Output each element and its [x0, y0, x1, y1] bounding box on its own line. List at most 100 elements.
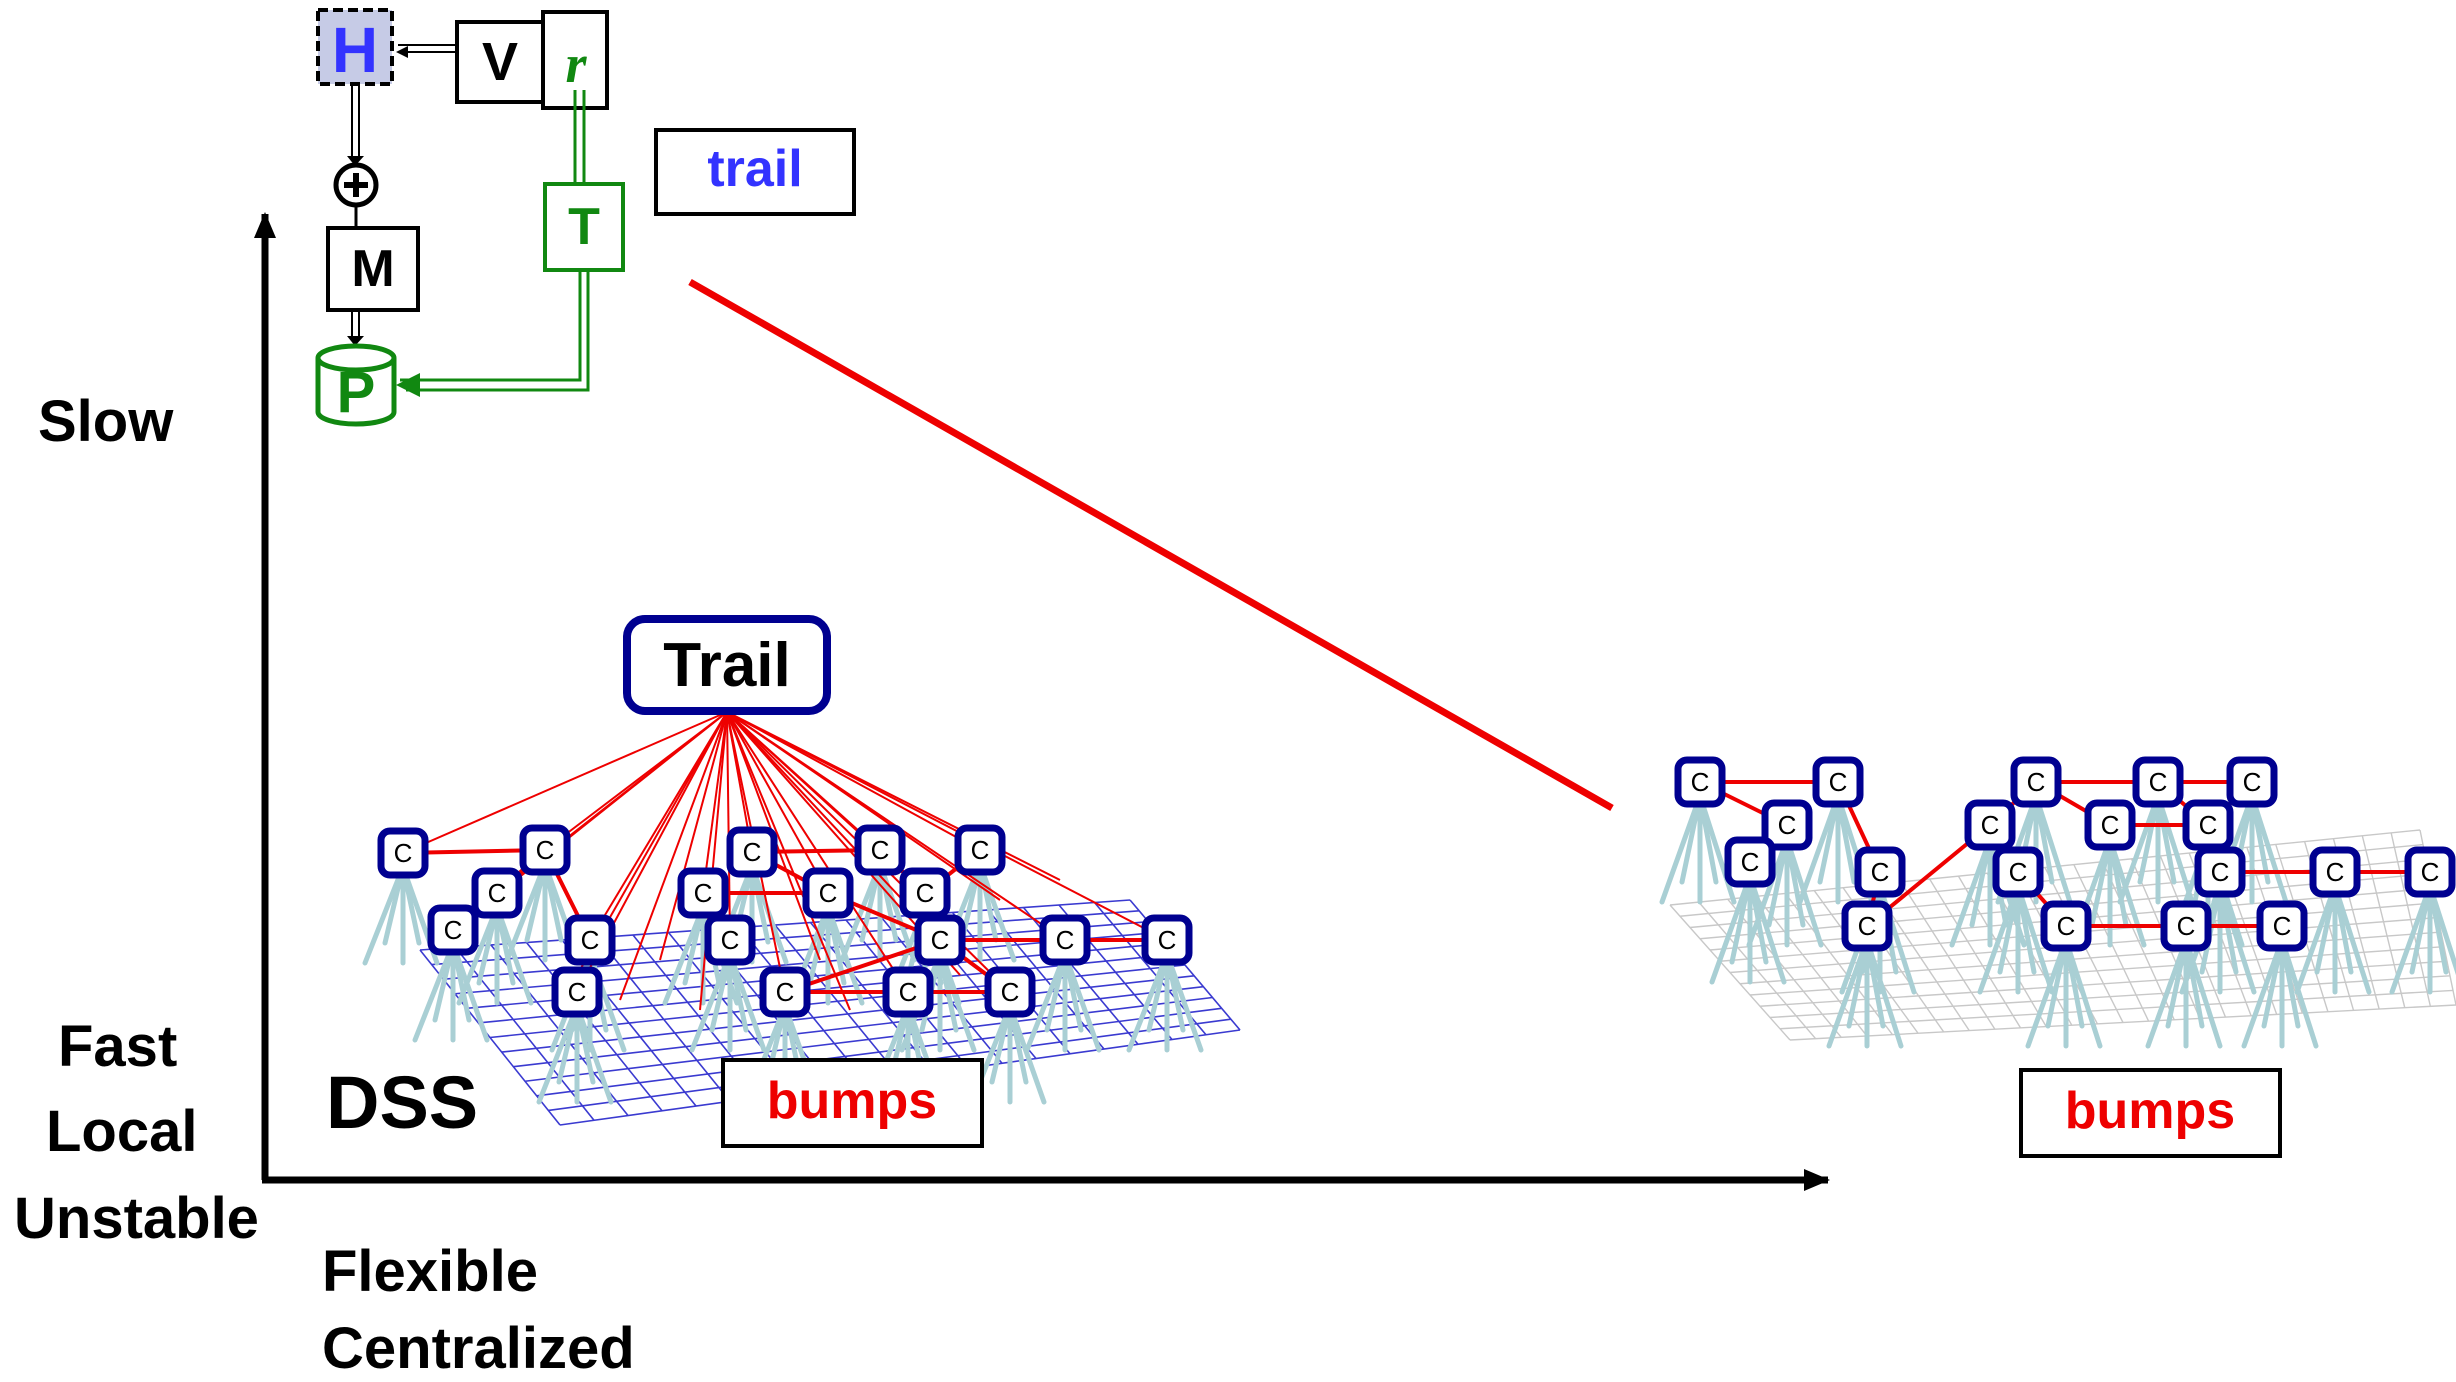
fan-line [726, 711, 981, 851]
c-node-label: C [819, 878, 838, 908]
fan-line [726, 711, 829, 894]
c-node-box [1141, 914, 1193, 966]
y-axis-bottom-label-fast: Fast [58, 1014, 178, 1079]
grid-line [524, 996, 1213, 1083]
c-node-label: C [871, 835, 890, 865]
c-node-box [551, 966, 603, 1018]
c-node-label: C [694, 878, 713, 908]
c-node-box [984, 966, 1036, 1018]
node-leg [2279, 937, 2319, 1049]
c-node-box [854, 824, 906, 876]
node-leg [682, 904, 706, 986]
node-leg [1007, 1003, 1047, 1105]
node-leg [432, 941, 456, 1023]
c-node-box [519, 824, 571, 876]
c-node-box [914, 914, 966, 966]
node-leg [2063, 937, 2103, 1049]
node-leg [1679, 793, 1703, 885]
node-leg [2249, 793, 2289, 905]
node-leg [476, 904, 500, 986]
c-node-label: C [2273, 911, 2292, 941]
c-node-label: C [2243, 767, 2262, 797]
node-leg [556, 1003, 580, 1085]
node-leg [494, 904, 534, 1006]
node-leg [1977, 883, 2021, 995]
trail-label-box [654, 128, 856, 216]
c-node-box [427, 904, 479, 956]
node-leg [2025, 937, 2069, 1049]
c-node-box [954, 824, 1006, 876]
node-leg [1659, 793, 1703, 905]
node-leg [1747, 873, 1787, 985]
node-leg [1697, 793, 1737, 905]
c-node-label: C [1778, 810, 1797, 840]
node-leg [1949, 836, 1993, 948]
node-leg [2314, 883, 2338, 975]
c-node-label: C [2199, 810, 2218, 840]
c-node-label: C [743, 837, 762, 867]
c-node-label: C [776, 977, 795, 1007]
c-node-label: C [2101, 810, 2120, 840]
axes [254, 212, 1830, 1191]
c-node-box [759, 966, 811, 1018]
node-leg [574, 1003, 614, 1105]
node-leg [2332, 883, 2372, 995]
c-node-label: C [2009, 857, 2028, 887]
r-label: r [565, 34, 587, 94]
fan-line [726, 711, 851, 1011]
fan-line [402, 711, 728, 854]
c-node-box [2132, 756, 2184, 808]
left-bumps-label: bumps [767, 1072, 937, 1130]
node-leg [2145, 937, 2189, 1049]
c-node-box [726, 826, 778, 878]
c-node-label: C [581, 925, 600, 955]
left-bumps-box: bumps [721, 1058, 984, 1148]
c-node-label: C [1829, 767, 1848, 797]
c-node-label: C [2211, 857, 2230, 887]
node-leg [2409, 883, 2433, 975]
node-leg [2165, 937, 2189, 1029]
c-node-box [2160, 900, 2212, 952]
c-node-box [2404, 846, 2456, 898]
node-leg [1164, 951, 1204, 1053]
node-leg [1997, 883, 2021, 975]
node-leg [1746, 836, 1790, 948]
node-leg [382, 864, 406, 946]
node-leg [2427, 883, 2456, 976]
h-box [316, 8, 394, 86]
c-node-label: C [444, 915, 463, 945]
node-leg [1766, 836, 1790, 928]
zoom-connector-line [688, 278, 1614, 812]
node-leg [2155, 793, 2195, 905]
node-link [784, 938, 941, 994]
t-to-p-line-a [400, 270, 582, 382]
c-node-label: C [1056, 925, 1075, 955]
c-node-box [1992, 846, 2044, 898]
c-node-label: C [394, 838, 413, 868]
c-node-label: C [971, 835, 990, 865]
p-label: P [337, 360, 376, 425]
c-node-label: C [2421, 857, 2440, 887]
c-node-label: C [536, 835, 555, 865]
c-node-box [1964, 799, 2016, 851]
trail-node-label: Trail [663, 631, 791, 700]
y-axis-bottom-label-unstable: Unstable [14, 1186, 259, 1251]
dss-label: DSS [326, 1061, 478, 1144]
c-node-label: C [2177, 911, 2196, 941]
node-leg [2045, 937, 2069, 1029]
c-node-label: C [2027, 767, 2046, 797]
c-node-box [377, 827, 429, 879]
node-leg [450, 941, 490, 1043]
v-label: V [482, 32, 518, 92]
node-leg [1846, 937, 1870, 1029]
node-leg [1709, 873, 1753, 985]
node-leg [1062, 951, 1102, 1053]
fan-line [589, 711, 728, 941]
trail-label: trail [707, 140, 802, 198]
trail-node: Trail [623, 615, 831, 715]
c-node-box [2084, 799, 2136, 851]
node-leg [977, 861, 1017, 963]
c-node-box [882, 966, 934, 1018]
y-axis-top-label: Slow [38, 389, 174, 454]
